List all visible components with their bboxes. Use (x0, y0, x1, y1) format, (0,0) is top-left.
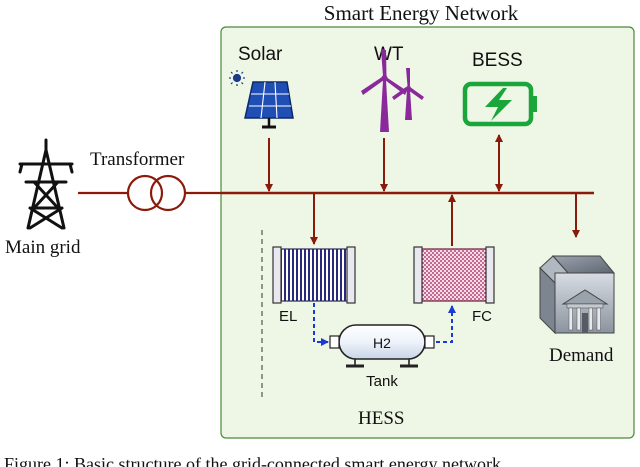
solar-panel-icon (229, 70, 294, 129)
transformer-icon (126, 174, 187, 212)
fuel-cell-icon (413, 246, 495, 304)
wind-turbine-icon (361, 50, 424, 132)
wind-label: WT (374, 44, 404, 65)
transformer-label: Transformer (90, 149, 185, 170)
network-region (220, 26, 635, 439)
battery-icon (462, 81, 537, 127)
main-grid-label: Main grid (5, 237, 81, 258)
hydrogen-flow-tank-to-fc (436, 305, 456, 343)
building-icon (539, 255, 616, 335)
electrolyzer-label: EL (279, 308, 297, 325)
tank-label: Tank (366, 373, 398, 390)
network-title: Smart Energy Network (324, 1, 519, 25)
solar-label: Solar (238, 44, 283, 65)
tank-content-label: H2 (373, 335, 391, 351)
transmission-tower-icon (18, 138, 74, 230)
hydrogen-flow-el-to-tank (313, 303, 329, 346)
electrolyzer-icon (272, 246, 356, 304)
bess-label: BESS (472, 50, 523, 71)
hydrogen-tank-icon (329, 324, 435, 368)
demand-label: Demand (549, 345, 614, 366)
hess-label: HESS (358, 408, 404, 429)
figure-caption: Figure 1: Basic structure of the grid-co… (4, 454, 501, 467)
fuel-cell-label: FC (472, 308, 492, 325)
